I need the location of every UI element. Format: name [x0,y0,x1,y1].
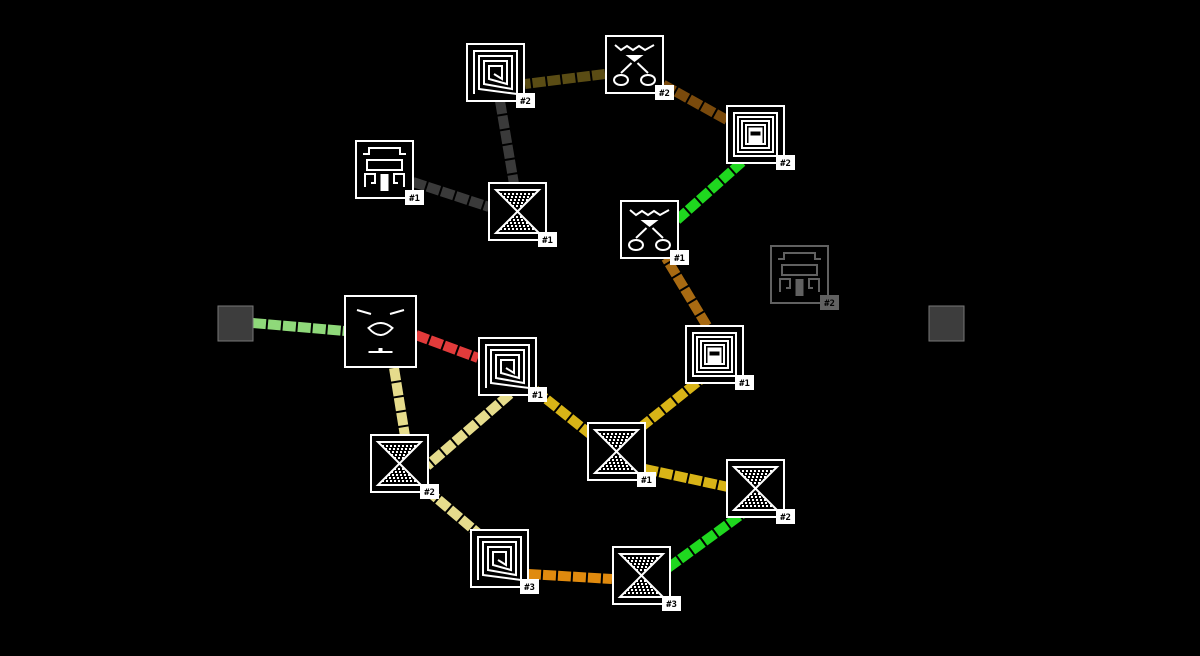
path-hourglass-bottom-to-hourglass-right [665,509,745,573]
node-hourglass-center[interactable]: #1 [587,422,656,487]
svg-text:#2: #2 [424,488,435,498]
start-terminal[interactable] [217,305,254,342]
path-face-top-to-spiral-top [524,69,606,89]
puzzle-nodes: #2 #2 #2 #1 #1 #1 #2 #1 #1 #2 #1 #2 #3 #3 [344,35,839,611]
hourglass-icon [592,429,641,474]
node-spiral-bottom[interactable]: #3 [470,529,539,594]
level-badge: #2 [420,484,439,499]
node-face-top[interactable]: #2 [605,35,674,100]
svg-text:#2: #2 [659,89,670,99]
path-face-mid-to-temple-top [673,158,746,224]
node-spiral-top[interactable]: #2 [466,43,535,108]
level-badge: #1 [405,190,424,205]
svg-text:#2: #2 [520,97,531,107]
level-badge: #2 [820,295,839,310]
level-badge: #1 [735,375,754,390]
path-meander-left-to-hourglass-mid [411,177,491,212]
connection-paths [252,69,746,584]
level-badge: #2 [516,93,535,108]
meander-icon [363,147,406,191]
node-temple-mid[interactable]: #1 [685,325,754,390]
node-hourglass-bottom[interactable]: #3 [612,546,681,611]
level-badge: #2 [776,509,795,524]
path-start-to-boss [252,318,346,336]
path-boss-to-hourglass-left [389,367,410,437]
node-meander-dim[interactable]: #2 [770,245,839,310]
hourglass-icon [375,441,424,486]
level-badge: #3 [520,579,539,594]
temple-icon [692,332,737,377]
face-eyes-icon [628,209,671,251]
svg-text:#2: #2 [824,299,835,309]
path-spiral-top-to-hourglass-mid [495,100,519,185]
node-meander-left[interactable]: #1 [355,140,424,205]
level-badge: #3 [662,596,681,611]
svg-text:#1: #1 [674,254,685,264]
hourglass-icon [731,466,780,511]
level-badge: #2 [776,155,795,170]
node-face-mid[interactable]: #1 [620,200,689,265]
svg-text:#1: #1 [739,379,750,389]
face-eyes-icon [613,44,656,86]
svg-text:#1: #1 [641,476,652,486]
path-spiral-bottom-to-hourglass-bottom [527,569,613,584]
svg-text:#3: #3 [666,600,677,610]
svg-text:#1: #1 [532,391,543,401]
level-badge: #2 [655,85,674,100]
spiral-icon [485,344,530,390]
path-spiral-mid-to-hourglass-left [423,390,514,470]
path-temple-mid-to-face-mid [661,255,712,329]
bird-face-icon [356,309,405,353]
node-hourglass-right[interactable]: #2 [726,459,795,524]
node-hourglass-mid[interactable]: #1 [488,182,557,247]
svg-text:#1: #1 [542,236,553,246]
path-hourglass-center-to-temple-mid [636,376,704,432]
node-boss-face[interactable] [344,295,417,368]
hourglass-icon [493,189,542,234]
temple-icon [733,112,778,157]
end-terminal[interactable] [928,305,965,342]
hourglass-icon [617,553,666,598]
svg-text:#1: #1 [409,194,420,204]
level-badge: #1 [538,232,557,247]
spiral-icon [477,536,522,582]
svg-text:#2: #2 [780,513,791,523]
node-spiral-mid[interactable]: #1 [478,337,547,402]
path-boss-to-spiral-mid [414,330,480,363]
svg-text:#2: #2 [780,159,791,169]
meander-icon [778,252,821,296]
level-badge: #1 [637,472,656,487]
level-badge: #1 [670,250,689,265]
spiral-icon [473,50,518,96]
level-badge: #1 [528,387,547,402]
path-hourglass-center-to-hourglass-right [643,464,730,492]
node-hourglass-left[interactable]: #2 [370,434,439,499]
node-temple-top[interactable]: #2 [726,105,795,170]
svg-text:#3: #3 [524,583,535,593]
